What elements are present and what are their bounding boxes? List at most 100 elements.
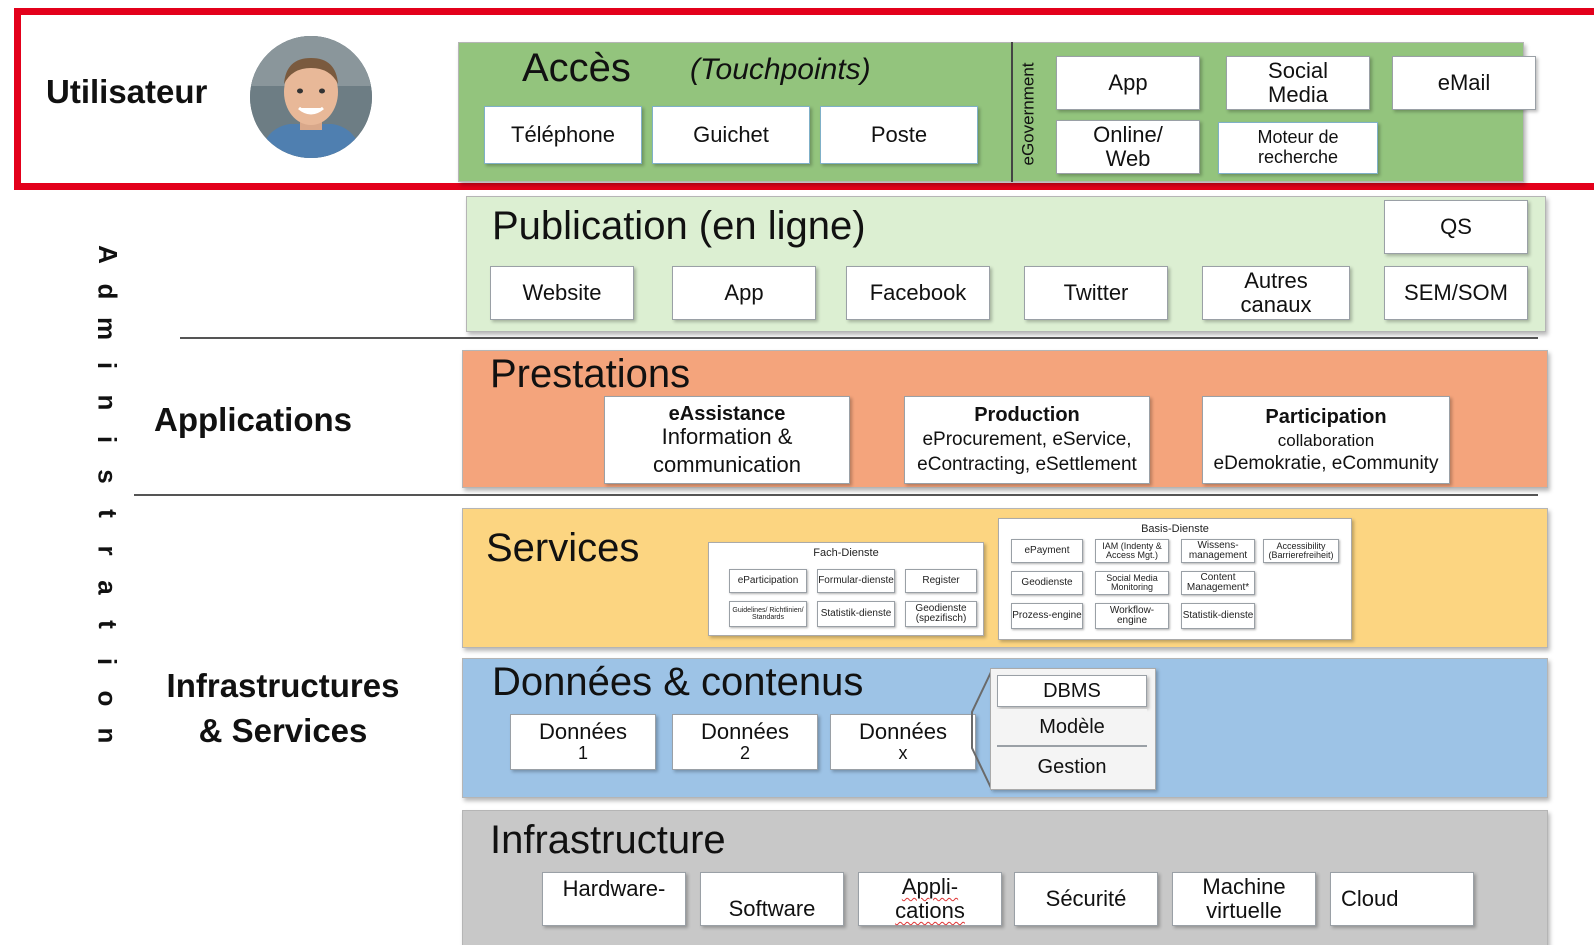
basis-item: Statistik-dienste (1181, 603, 1255, 629)
appli-line2: cations (895, 898, 965, 923)
participation-head: Participation (1265, 405, 1387, 428)
basis-dienste-panel: Basis-Dienste ePayment IAM (Indenty & Ac… (998, 518, 1352, 640)
eassistance-line1: Information & (661, 423, 793, 449)
website-box: Website (490, 266, 634, 320)
stack-divider (997, 745, 1147, 747)
production-head: Production (974, 404, 1080, 427)
securite-box: Sécurité (1014, 872, 1158, 926)
autres-canaux-box: Autres canaux (1202, 266, 1350, 320)
basis-item: Prozess-engine (1011, 603, 1083, 629)
admin-letter: n (92, 727, 123, 744)
admin-letter: o (92, 690, 123, 707)
eassistance-box: eAssistance Information & communication (604, 396, 850, 484)
participation-line1: collaboration (1277, 430, 1375, 450)
basis-item: ePayment (1011, 539, 1083, 563)
acces-title: Accès (522, 46, 631, 90)
admin-letter: i (92, 657, 123, 666)
avatar-photo-icon (250, 36, 372, 158)
production-line2: eContracting, eSettlement (917, 454, 1137, 475)
basis-item: Workflow-engine (1095, 603, 1169, 629)
infrastructures-label-line2: & Services (198, 711, 368, 749)
autres-line1: Autres (1244, 267, 1308, 293)
admin-letter: t (92, 509, 123, 518)
fach-item: Register (905, 569, 977, 593)
basis-item: IAM (Indenty & Access Mgt.) (1095, 539, 1169, 563)
admin-letter: A (92, 245, 123, 264)
basis-item: Geodienste (1011, 571, 1083, 595)
dbms-stack: DBMS Modèle Gestion (990, 668, 1156, 790)
divider-infrastructures (134, 494, 1538, 496)
social-line2: Media (1268, 82, 1328, 107)
admin-letter: d (92, 283, 123, 300)
egov-moteur-box: Moteur de recherche (1218, 122, 1378, 174)
admin-letter: i (92, 435, 123, 444)
fach-dienste-panel: Fach-Dienste eParticipation Formular-die… (708, 542, 984, 636)
administration-vertical-label: A d m i n i s t r a t i o n (90, 236, 124, 756)
fach-item: Statistik-dienste (817, 601, 895, 627)
fach-item: Guidelines/ Richtlinien/ Standards (729, 601, 807, 627)
donnees-2-line1: Données (700, 719, 790, 744)
telephone-box: Téléphone (484, 106, 642, 164)
donnees-2-box: Données 2 (672, 714, 818, 770)
production-line1: eProcurement, eService, (922, 429, 1132, 451)
divider-applications (180, 337, 1538, 339)
moteur-line2: recherche (1257, 147, 1339, 167)
user-avatar (250, 36, 372, 158)
gestion-label: Gestion (997, 749, 1147, 785)
hardware-box: Hardware- (542, 872, 686, 926)
participation-box: Participation collaboration eDemokratie,… (1202, 396, 1450, 484)
guichet-box: Guichet (652, 106, 810, 164)
egov-email-box: eMail (1392, 56, 1536, 110)
sem-som-box: SEM/SOM (1384, 266, 1528, 320)
poste-box: Poste (820, 106, 978, 164)
dbms-box: DBMS (997, 675, 1147, 707)
egov-separator (1011, 42, 1013, 182)
admin-letter: s (92, 469, 123, 484)
admin-letter: a (92, 580, 123, 595)
machine-line1: Machine (1202, 873, 1286, 899)
basis-item: Content Management* (1181, 571, 1255, 595)
admin-letter: i (92, 361, 123, 370)
online-line1: Online/ (1093, 121, 1163, 147)
user-label: Utilisateur (46, 73, 208, 110)
twitter-box: Twitter (1024, 266, 1168, 320)
donnees-x-line1: Données (858, 719, 948, 744)
applications-box: Appli- cations (858, 872, 1002, 926)
donnees-1-box: Données 1 (510, 714, 656, 770)
infrastructures-label: Infrastructures & Services (148, 664, 418, 753)
facebook-box: Facebook (846, 266, 990, 320)
social-line1: Social (1268, 57, 1328, 83)
fach-item: Formular-dienste (817, 569, 895, 593)
moteur-line1: Moteur de (1257, 127, 1339, 148)
basis-item: Accessibility (Barrierefreiheit) (1263, 539, 1339, 563)
fach-item: eParticipation (729, 569, 807, 593)
donnees-1-line1: Données (538, 719, 628, 744)
basis-dienste-title: Basis-Dienste (1141, 523, 1209, 535)
donnees-2-line2: 2 (739, 743, 750, 764)
applications-label: Applications (154, 401, 353, 438)
egov-app-box: App (1056, 56, 1200, 110)
fach-item: Geodienste (spezifisch) (905, 601, 977, 627)
machine-virtuelle-box: Machine virtuelle (1172, 872, 1316, 926)
infrastructures-label-line1: Infrastructures (166, 667, 400, 704)
admin-letter: t (92, 620, 123, 629)
pub-app-box: App (672, 266, 816, 320)
publication-title: Publication (en ligne) (492, 204, 866, 248)
production-box: Production eProcurement, eService, eCont… (904, 396, 1150, 484)
eassistance-head: eAssistance (668, 402, 786, 425)
appli-line1: Appli- (901, 873, 959, 899)
services-title: Services (486, 526, 640, 570)
qs-box: QS (1384, 200, 1528, 254)
acces-subtitle: (Touchpoints) (690, 53, 871, 86)
basis-item: Social Media Monitoring (1095, 571, 1169, 595)
donnees-1-line2: 1 (577, 743, 588, 764)
donnees-title: Données & contenus (492, 660, 864, 704)
admin-letter: m (92, 316, 123, 341)
egov-label: eGovernment (1018, 62, 1037, 166)
autres-line2: canaux (1240, 292, 1312, 317)
donnees-bracket-icon (971, 669, 993, 791)
donnees-x-box: Données x (830, 714, 976, 770)
online-line2: Web (1105, 146, 1151, 171)
highlight-frame (14, 8, 1594, 190)
admin-letter: r (92, 545, 123, 556)
